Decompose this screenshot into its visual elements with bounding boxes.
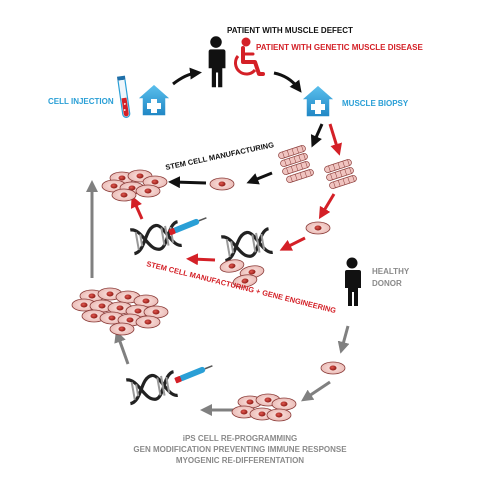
- arrow-red-to-dna-left: [186, 253, 216, 266]
- arrow-fiber-to-cell: [246, 171, 273, 185]
- cell-cluster: [101, 169, 168, 202]
- label-patient-muscle-defect: PATIENT WITH MUSCLE DEFECT: [227, 26, 353, 35]
- arrow-red-to-dna: [279, 236, 306, 251]
- cell-icon: [209, 177, 235, 191]
- test-tube-icon: [116, 75, 131, 118]
- dna-icon: [128, 220, 184, 256]
- label-donor: DONOR: [372, 279, 402, 288]
- label-stem-cell-manufacturing: STEM CELL MANUFACTURING: [165, 140, 275, 172]
- syringe-icon: [168, 217, 207, 236]
- label-muscle-biopsy: MUSCLE BIOPSY: [342, 99, 409, 108]
- arrow-red-to-culture: [130, 195, 144, 220]
- label-ips-line2: GEN MODIFICATION PREVENTING IMMUNE RESPO…: [133, 445, 347, 454]
- label-ips-line3: MYOGENIC RE-DIFFERENTATION: [176, 456, 304, 465]
- arrow-gray-cell-to-culture: [301, 380, 331, 402]
- arrow-to-biopsy: [273, 71, 302, 93]
- wheelchair-icon: [234, 37, 265, 76]
- cell-cluster: [231, 393, 297, 422]
- arrow-red-to-fibers: [328, 123, 342, 156]
- dna-icon: [124, 370, 180, 406]
- arrow-to-fibers-black: [310, 123, 324, 148]
- syringe-icon: [174, 365, 213, 384]
- arrow-to-patient: [172, 67, 202, 86]
- arrow-gray-donor-to-cell: [337, 325, 350, 354]
- label-cell-injection: CELL INJECTION: [48, 97, 114, 106]
- arrow-red-to-cell: [318, 193, 336, 220]
- cell-icon: [320, 361, 346, 375]
- cell-cluster: [71, 287, 169, 336]
- person-icon: [345, 257, 361, 306]
- muscle-fiber-icon: [323, 158, 358, 190]
- arrow-gray-dna-to-cluster: [114, 330, 130, 365]
- label-patient-genetic-disease: PATIENT WITH GENETIC MUSCLE DISEASE: [256, 43, 423, 52]
- label-ips-line1: iPS CELL RE-PROGRAMMING: [183, 434, 298, 443]
- dna-icon: [219, 227, 275, 263]
- arrow-cell-to-culture: [168, 176, 207, 189]
- label-healthy: HEALTHY: [372, 267, 410, 276]
- muscle-fiber-icon: [277, 144, 315, 184]
- hospital-house-icon: [300, 84, 336, 118]
- person-icon: [208, 36, 226, 88]
- hospital-house-icon: [136, 83, 172, 117]
- cell-icon: [305, 221, 331, 235]
